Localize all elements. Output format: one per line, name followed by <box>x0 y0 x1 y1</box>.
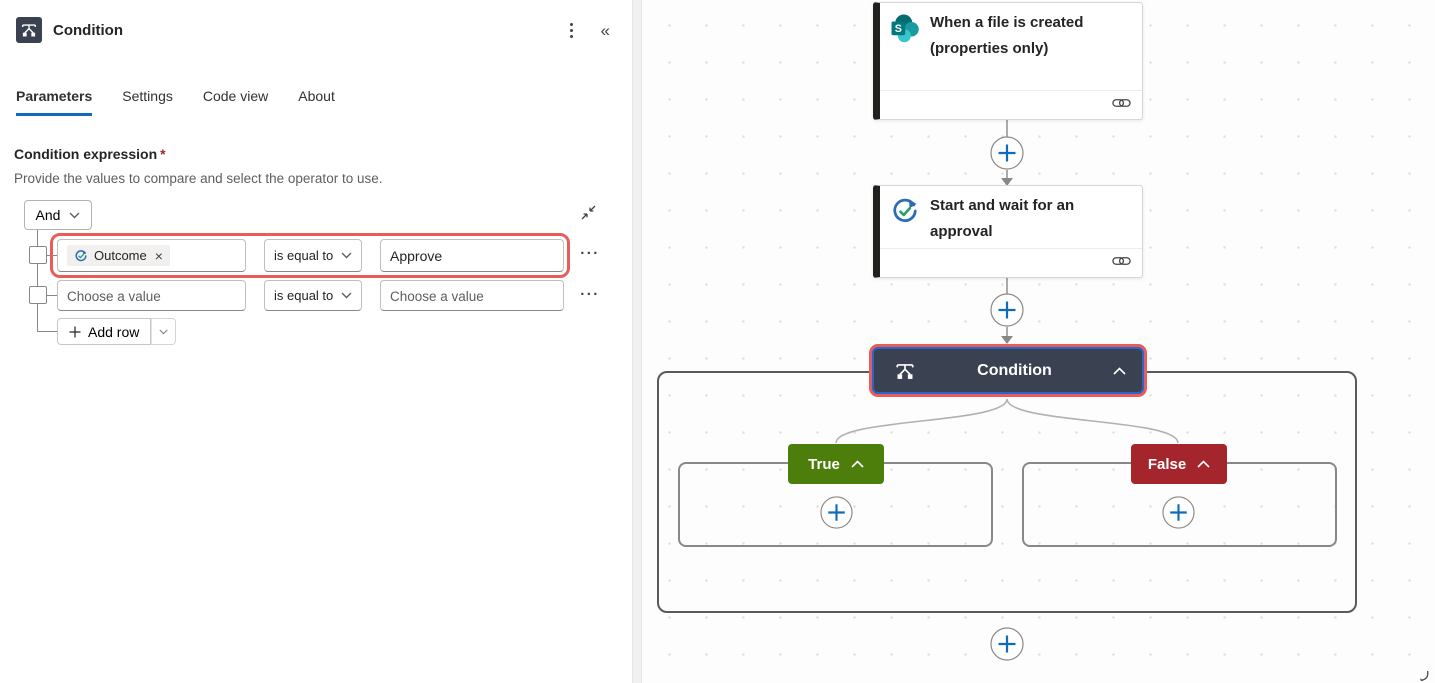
row1-compare-value-input[interactable] <box>380 239 564 272</box>
approvals-icon <box>75 249 87 261</box>
add-action-true-branch-button[interactable] <box>820 496 853 529</box>
tab-code-view[interactable]: Code view <box>202 88 269 104</box>
collapse-node-icon[interactable] <box>1113 366 1126 375</box>
chevron-down-icon <box>341 292 352 299</box>
more-menu-icon[interactable] <box>566 19 577 42</box>
add-row-menu-button[interactable] <box>151 318 177 345</box>
token-label: Outcome <box>94 248 147 263</box>
row2-checkbox[interactable] <box>29 286 47 304</box>
panel-canvas-divider <box>632 0 642 683</box>
tab-parameters[interactable]: Parameters <box>16 88 93 116</box>
collapse-branch-icon <box>1197 460 1210 468</box>
required-asterisk: * <box>160 146 166 162</box>
add-action-false-branch-button[interactable] <box>1162 496 1195 529</box>
insert-step-button[interactable] <box>990 293 1024 327</box>
chevron-down-icon <box>69 212 80 218</box>
panel-tabs: Parameters Settings Code view About <box>16 88 335 116</box>
action-card-start-and-wait-approval[interactable]: Start and wait for an approval <box>873 185 1143 278</box>
chevron-down-icon <box>159 329 168 334</box>
tab-about[interactable]: About <box>298 88 335 104</box>
row1-checkbox[interactable] <box>29 246 47 264</box>
connection-link-icon[interactable] <box>1112 96 1131 114</box>
condition-node[interactable]: Condition <box>872 347 1144 394</box>
collapse-expression-icon[interactable] <box>580 204 597 226</box>
tree-connector-row1 <box>37 255 57 256</box>
panel-title: Condition <box>53 21 123 39</box>
plus-icon <box>69 326 81 337</box>
row2-more-commands[interactable]: ··· <box>580 286 600 303</box>
row2-compare-value-input[interactable] <box>380 280 564 311</box>
approval-card-title: Start and wait for an approval <box>930 197 1075 240</box>
row2-operator-dropdown[interactable]: is equal to <box>264 280 362 311</box>
canvas-corner-handle-icon <box>1419 670 1430 682</box>
outcome-token[interactable]: Outcome × <box>67 245 170 266</box>
sharepoint-icon: S <box>890 13 920 43</box>
flow-designer-canvas[interactable]: S When a file is created (properties onl… <box>642 0 1435 683</box>
svg-text:S: S <box>895 23 902 35</box>
panel-header: Condition « <box>16 15 616 45</box>
condition-expression-label: Condition expression* <box>14 146 166 162</box>
true-branch-label[interactable]: True <box>788 444 884 484</box>
trigger-card-when-file-created[interactable]: S When a file is created (properties onl… <box>873 2 1143 120</box>
insert-step-button[interactable] <box>990 136 1024 170</box>
trigger-card-title: When a file is created (properties only) <box>930 14 1084 57</box>
add-row-button[interactable]: Add row <box>57 318 152 345</box>
tab-settings[interactable]: Settings <box>122 88 173 104</box>
approvals-icon <box>890 196 920 226</box>
row2-value-field[interactable] <box>57 280 246 311</box>
condition-node-title: Condition <box>977 361 1052 379</box>
group-operator-dropdown[interactable]: And <box>24 200 92 230</box>
false-branch-label[interactable]: False <box>1131 444 1227 484</box>
tree-connector-vertical <box>37 230 38 331</box>
row1-operator-dropdown[interactable]: is equal to <box>264 239 362 272</box>
connection-link-icon[interactable] <box>1112 254 1131 272</box>
row1-more-commands[interactable]: ··· <box>580 245 600 262</box>
tree-connector-row2 <box>37 295 57 296</box>
tree-connector-addrow <box>37 331 57 332</box>
condition-config-panel: Condition « Parameters Settings Code vie… <box>0 0 632 683</box>
collapse-panel-icon[interactable]: « <box>600 20 610 40</box>
condition-icon <box>894 360 916 382</box>
condition-icon <box>16 17 42 43</box>
chevron-down-icon <box>341 252 352 259</box>
condition-expression-help: Provide the values to compare and select… <box>14 171 383 186</box>
collapse-branch-icon <box>851 460 864 468</box>
insert-step-button[interactable] <box>990 627 1024 661</box>
remove-token-icon[interactable]: × <box>154 247 163 264</box>
row1-value-field[interactable]: Outcome × <box>57 239 246 272</box>
add-row-control: Add row <box>57 318 177 345</box>
